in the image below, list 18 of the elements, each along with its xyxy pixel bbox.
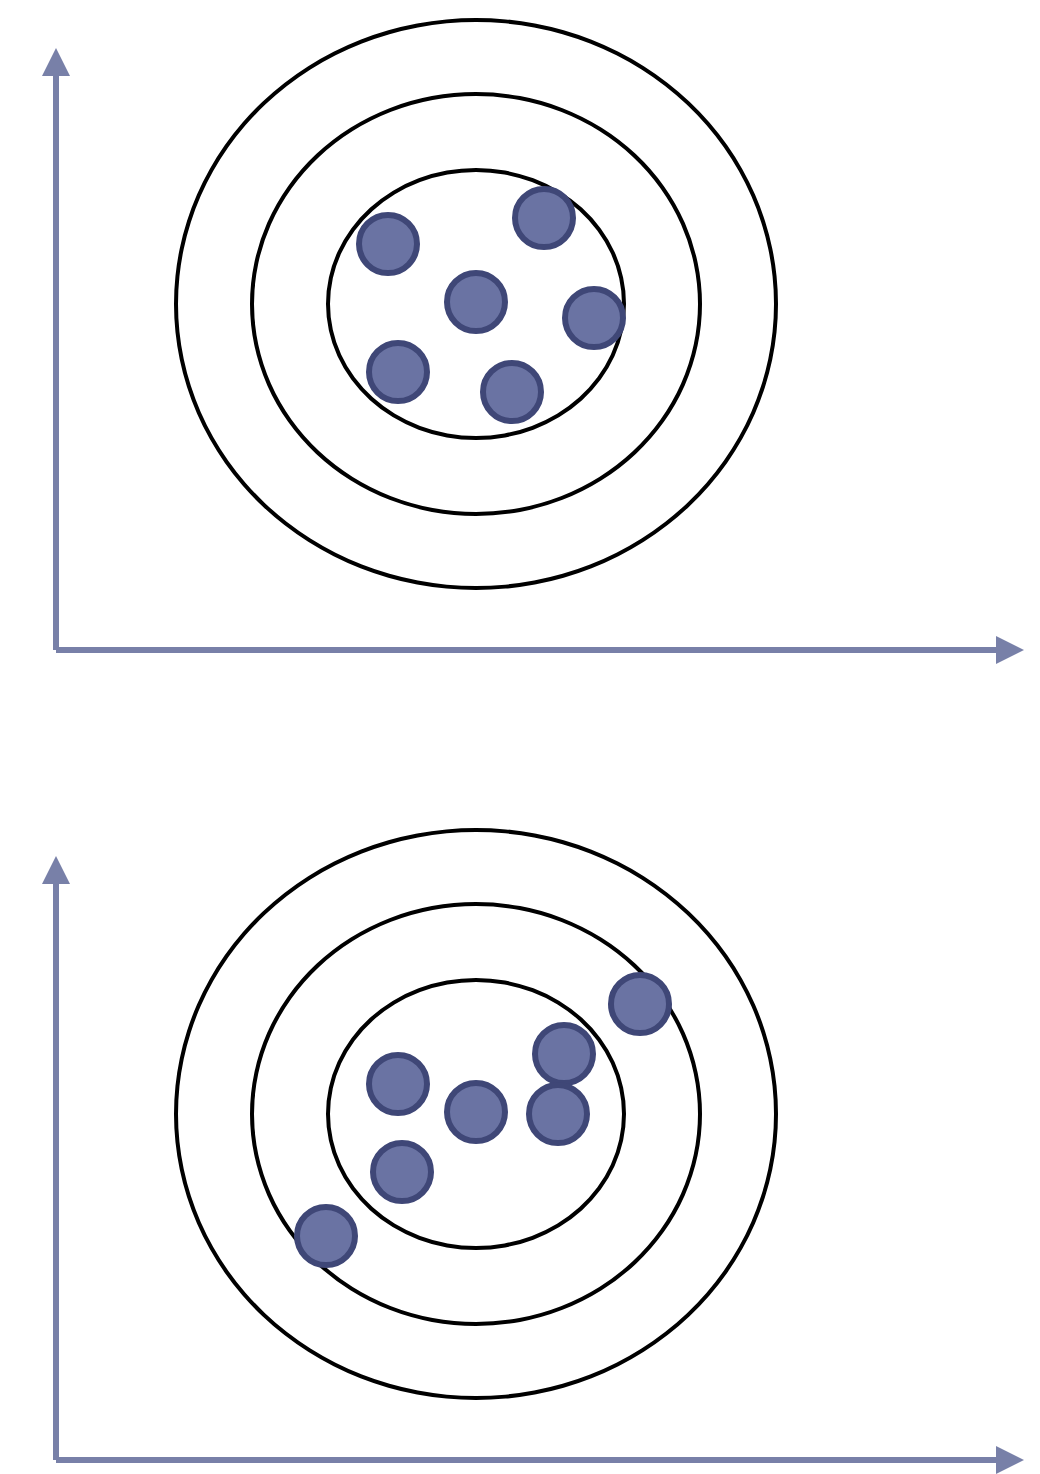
data-point <box>370 1140 434 1204</box>
target-ring <box>250 92 702 516</box>
target-ring <box>326 168 626 440</box>
data-point <box>526 1082 590 1146</box>
target-ring <box>174 18 778 590</box>
target-ring <box>250 902 702 1326</box>
data-point <box>608 972 672 1036</box>
data-point <box>512 186 576 250</box>
data-point <box>366 340 430 404</box>
data-point <box>444 270 508 334</box>
data-point <box>444 1080 508 1144</box>
data-point <box>532 1022 596 1086</box>
data-point <box>366 1052 430 1116</box>
data-point <box>562 286 626 350</box>
data-point <box>356 212 420 276</box>
target-ring <box>174 828 778 1400</box>
data-point <box>294 1204 358 1268</box>
data-point <box>480 360 544 424</box>
